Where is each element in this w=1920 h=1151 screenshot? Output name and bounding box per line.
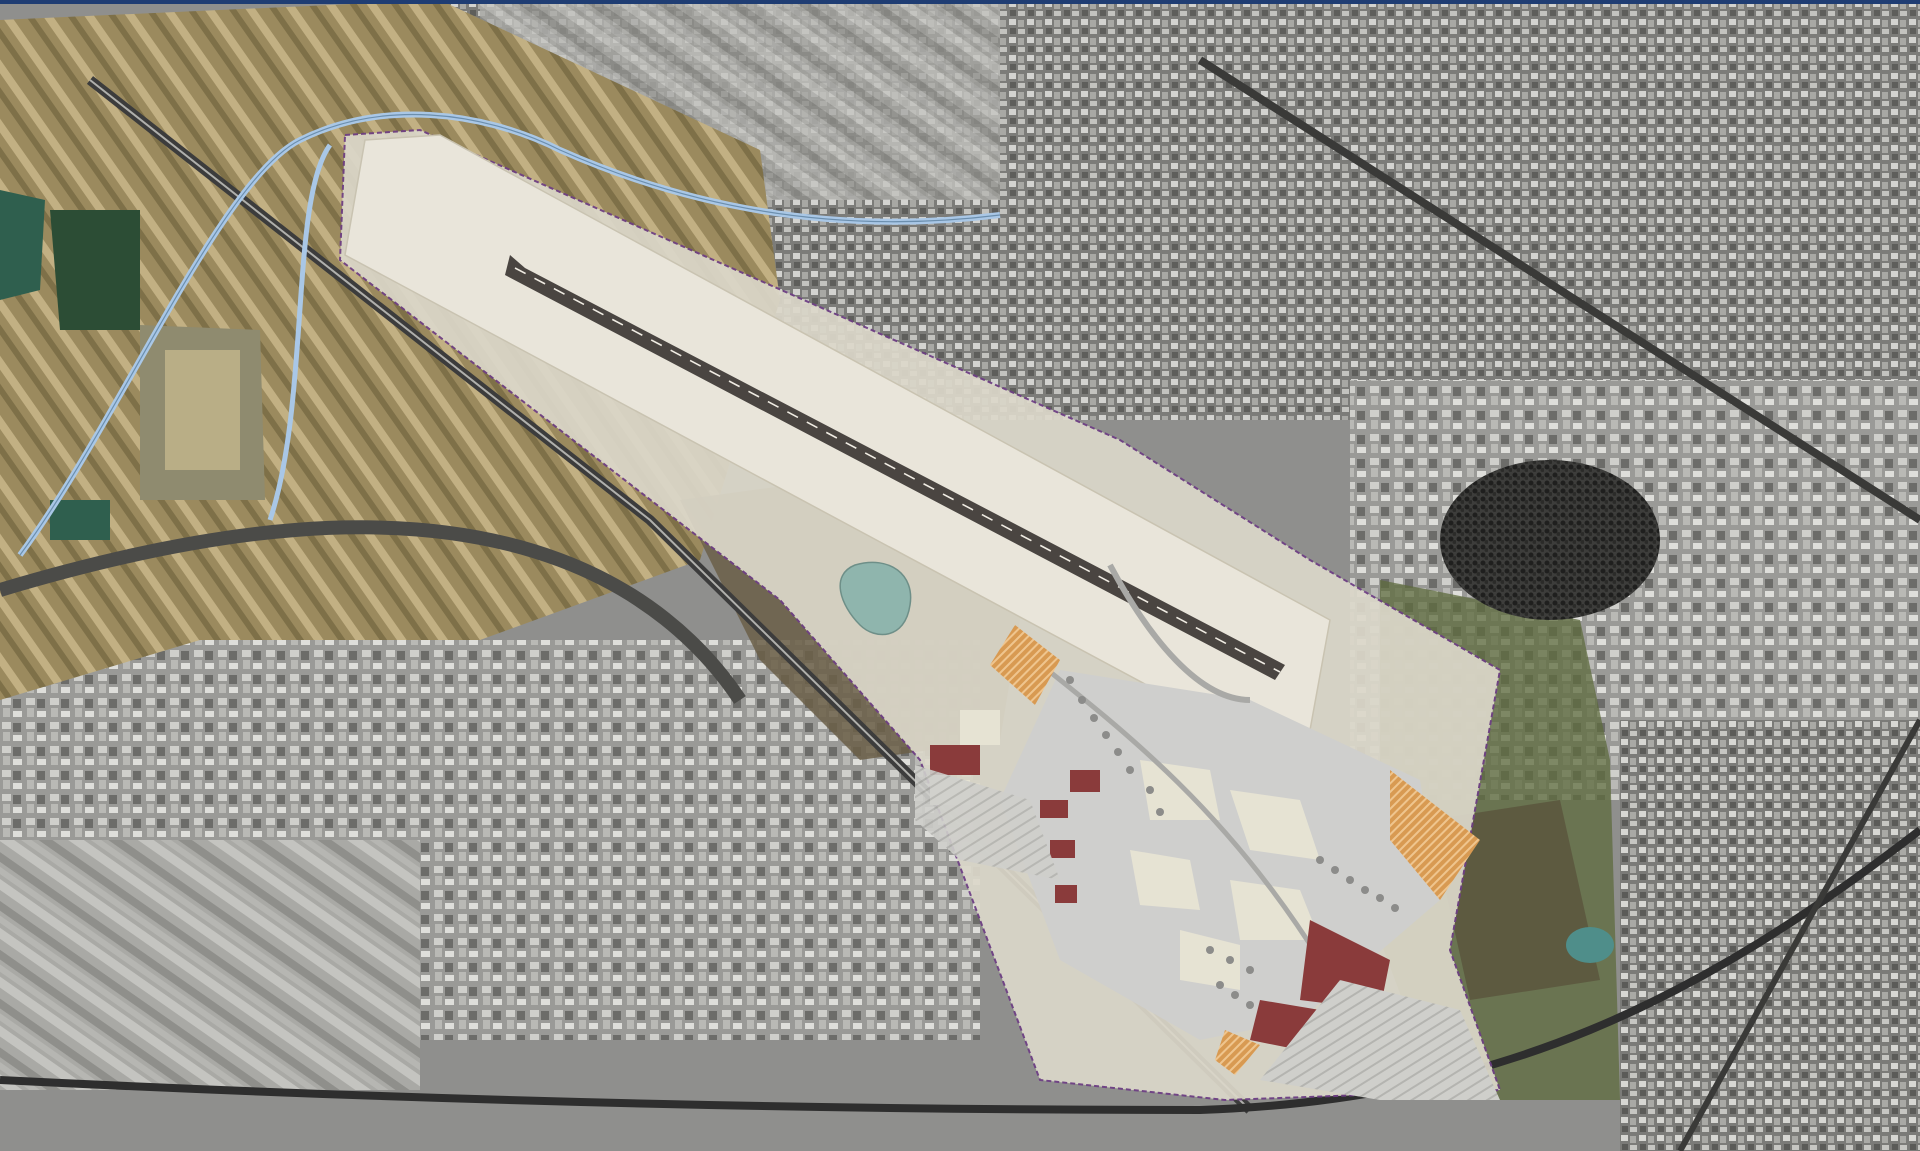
quarry-inner <box>165 350 240 470</box>
pond-west-1 <box>0 190 45 300</box>
orange-zone-east <box>1390 770 1480 900</box>
railway-northeast <box>1197 56 1920 524</box>
parking-lot <box>1260 980 1500 1100</box>
runway-surface <box>505 255 1285 680</box>
parking-west <box>915 765 1060 880</box>
access-road-inner <box>19 114 1001 556</box>
tree-cluster <box>1440 460 1660 620</box>
taxiway-connector <box>1107 563 1251 703</box>
top-border <box>0 0 1920 4</box>
hangar-1 <box>930 745 980 775</box>
pond-west-2 <box>50 210 140 330</box>
road-east <box>1677 718 1920 1151</box>
parked-aircraft <box>1066 676 1399 1009</box>
hangar-7 <box>960 710 1000 745</box>
hangar-3 <box>1040 800 1068 818</box>
fields-southwest <box>0 840 420 1090</box>
lake <box>839 561 912 636</box>
apron-block-5 <box>1180 930 1240 990</box>
pond-east <box>1566 927 1614 963</box>
pond-west-3 <box>50 500 110 540</box>
apron-block-2 <box>1230 790 1320 860</box>
hangar-2 <box>1070 770 1100 792</box>
apron-block-3 <box>1130 850 1200 910</box>
railway-south <box>0 826 1920 1115</box>
orange-zone-north <box>990 625 1060 705</box>
access-road-west <box>267 143 333 521</box>
ring-road-west <box>0 520 746 704</box>
farmland-northwest <box>0 0 780 700</box>
orange-zone-south <box>1215 1030 1260 1075</box>
hangar-5 <box>1055 885 1077 903</box>
hangar-4 <box>1050 840 1075 858</box>
